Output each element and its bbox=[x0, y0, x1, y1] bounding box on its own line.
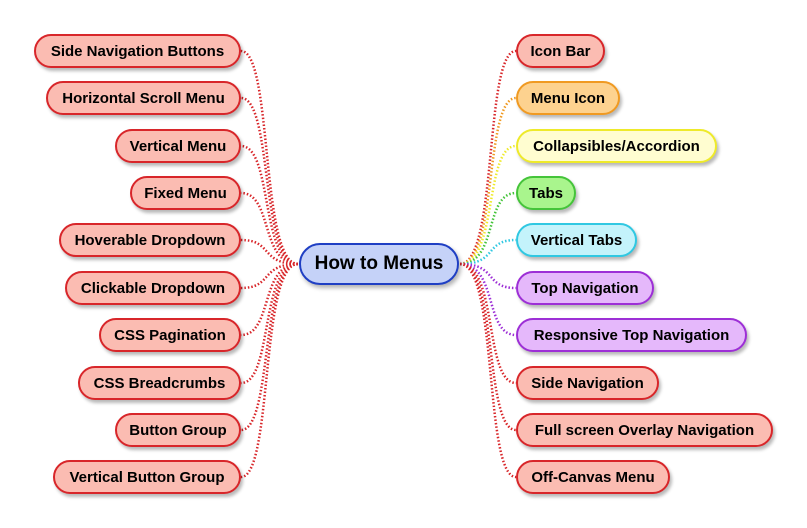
connector-line-left bbox=[240, 191, 299, 266]
node-tabs[interactable]: Tabs bbox=[516, 176, 576, 210]
connector-line-right bbox=[459, 262, 517, 479]
node-collapsibles-accordion[interactable]: Collapsibles/Accordion bbox=[516, 129, 717, 163]
connector-line-right bbox=[459, 238, 517, 266]
node-button-group[interactable]: Button Group bbox=[115, 413, 241, 447]
node-off-canvas-menu[interactable]: Off-Canvas Menu bbox=[516, 460, 670, 494]
node-side-navigation-buttons[interactable]: Side Navigation Buttons bbox=[34, 34, 241, 68]
node-icon-bar[interactable]: Icon Bar bbox=[516, 34, 605, 68]
connector-line-left bbox=[240, 262, 299, 479]
node-horizontal-scroll-menu[interactable]: Horizontal Scroll Menu bbox=[46, 81, 241, 115]
node-top-navigation[interactable]: Top Navigation bbox=[516, 271, 654, 305]
connector-line-right bbox=[459, 191, 517, 266]
node-menu-icon[interactable]: Menu Icon bbox=[516, 81, 620, 115]
node-hoverable-dropdown[interactable]: Hoverable Dropdown bbox=[59, 223, 241, 257]
node-responsive-top-navigation[interactable]: Responsive Top Navigation bbox=[516, 318, 747, 352]
connector-line-right bbox=[459, 49, 517, 266]
connector-line-left bbox=[240, 262, 299, 385]
connector-line-right bbox=[459, 96, 517, 266]
node-clickable-dropdown[interactable]: Clickable Dropdown bbox=[65, 271, 241, 305]
node-side-navigation[interactable]: Side Navigation bbox=[516, 366, 659, 400]
node-full-screen-overlay-navigation[interactable]: Full screen Overlay Navigation bbox=[516, 413, 773, 447]
connector-line-left bbox=[240, 144, 299, 266]
node-vertical-tabs[interactable]: Vertical Tabs bbox=[516, 223, 637, 257]
connector-line-right bbox=[459, 144, 517, 266]
node-fixed-menu[interactable]: Fixed Menu bbox=[130, 176, 241, 210]
connector-line-left bbox=[240, 49, 299, 266]
connector-line-left bbox=[240, 96, 299, 266]
node-vertical-button-group[interactable]: Vertical Button Group bbox=[53, 460, 241, 494]
connector-line-right bbox=[459, 262, 517, 385]
connector-line-left bbox=[240, 262, 299, 290]
node-css-pagination[interactable]: CSS Pagination bbox=[99, 318, 241, 352]
node-vertical-menu[interactable]: Vertical Menu bbox=[115, 129, 241, 163]
connector-line-right bbox=[459, 262, 517, 290]
connector-line-left bbox=[240, 238, 299, 266]
central-topic-node[interactable]: How to Menus bbox=[299, 243, 459, 285]
node-css-breadcrumbs[interactable]: CSS Breadcrumbs bbox=[78, 366, 241, 400]
